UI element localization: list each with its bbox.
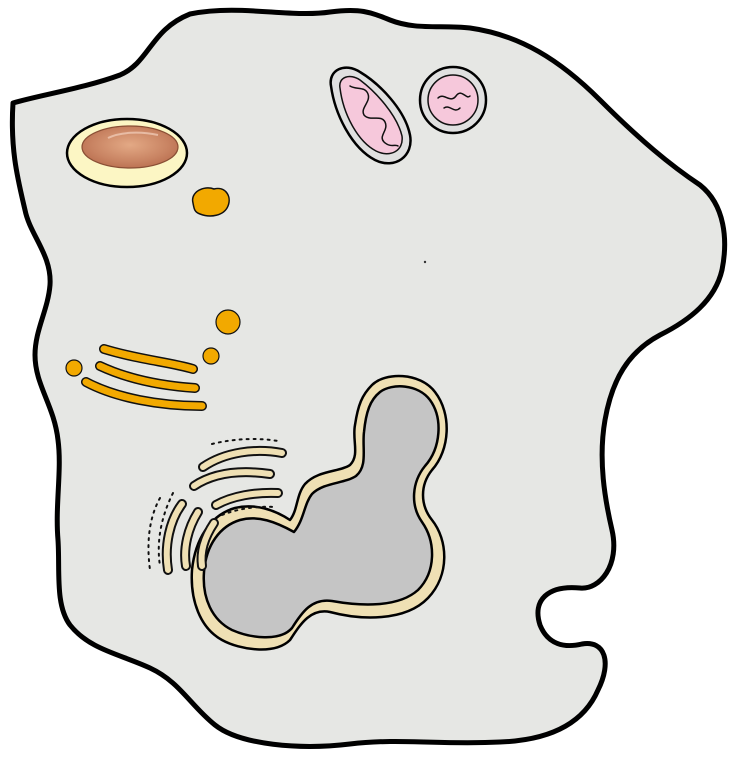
lysosome [67,119,187,187]
secretory-vesicle [203,348,219,364]
secretory-vesicle [66,360,82,376]
secretory-vesicle [193,188,230,216]
cytoplasm-speck [424,261,426,263]
mitochondrion [420,67,486,133]
secretory-vesicle [216,310,240,334]
